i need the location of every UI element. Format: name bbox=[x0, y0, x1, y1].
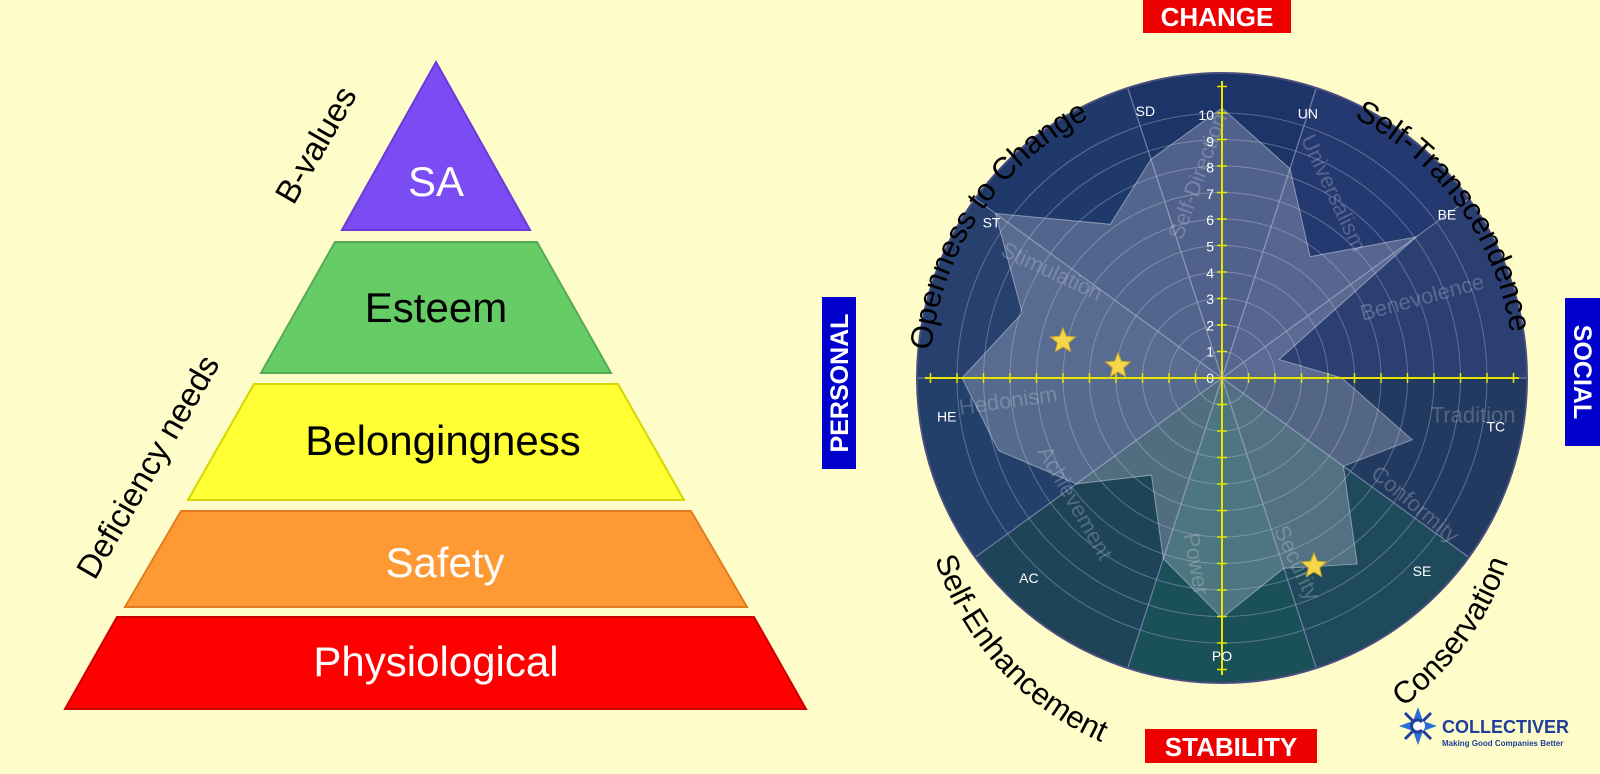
pyramid-tier-esteem: Esteem bbox=[259, 241, 613, 374]
svg-text:CHANGE: CHANGE bbox=[1161, 2, 1274, 32]
sector-code-be: BE bbox=[1438, 207, 1457, 223]
tier-label-physiological: Physiological bbox=[313, 638, 558, 685]
wheel-spoke bbox=[1221, 198, 1470, 379]
scale-tick-label: 9 bbox=[1206, 133, 1214, 149]
c-star-logo-icon bbox=[1399, 707, 1437, 745]
star-icon bbox=[1104, 351, 1132, 378]
wheel-spoke bbox=[1221, 87, 1317, 379]
sector-code-st: ST bbox=[983, 215, 1001, 231]
scale-tick-label: 3 bbox=[1206, 291, 1214, 307]
tier-label-esteem: Esteem bbox=[365, 284, 507, 331]
quadrant-box-social: SOCIAL bbox=[1565, 298, 1600, 446]
sector-code-un: UN bbox=[1298, 106, 1318, 122]
pyramid-tier-physiological: Physiological bbox=[63, 616, 808, 710]
sector-code-he: HE bbox=[937, 409, 956, 425]
wheel-sectors bbox=[918, 74, 1526, 682]
needs-pyramid: SA Esteem Belongingness Safety Physiolog… bbox=[63, 59, 808, 710]
quadrant-box-stability: STABILITY bbox=[1145, 729, 1317, 763]
svg-text:STABILITY: STABILITY bbox=[1165, 732, 1297, 762]
sector-code-se: SE bbox=[1413, 563, 1432, 579]
sector-watermark: Tradition bbox=[1431, 402, 1516, 427]
wheel-spoke bbox=[1221, 377, 1317, 669]
sector-code-po: PO bbox=[1212, 648, 1232, 664]
scale-tick-label: 8 bbox=[1206, 160, 1214, 176]
sector-code-ac: AC bbox=[1019, 570, 1038, 586]
wheel-spoke bbox=[1221, 377, 1470, 558]
scale-tick-label: 10 bbox=[1198, 107, 1214, 123]
svg-text:SOCIAL: SOCIAL bbox=[1568, 325, 1596, 419]
star-icon bbox=[1049, 326, 1077, 353]
wheel-spoke bbox=[974, 377, 1223, 558]
tier-label-sa: SA bbox=[408, 158, 464, 205]
scale-tick-label: 7 bbox=[1206, 186, 1214, 202]
scale-tick-label: 0 bbox=[1206, 370, 1214, 386]
pyramid-tier-belongingness: Belongingness bbox=[186, 383, 686, 501]
wheel-axes bbox=[925, 81, 1519, 675]
scale-tick-label: 6 bbox=[1206, 212, 1214, 228]
sector-code-labels: SD UN BE TC SE PO AC HE ST bbox=[937, 103, 1505, 664]
collectiver-brand: COLLECTIVER Making Good Companies Better bbox=[1399, 707, 1569, 748]
scale-tick-label: 1 bbox=[1206, 344, 1214, 360]
scale-tick-label: 5 bbox=[1206, 239, 1214, 255]
pyramid-tier-safety: Safety bbox=[123, 510, 749, 608]
brand-name: COLLECTIVER bbox=[1442, 717, 1569, 737]
scale-tick-labels: 0 1 2 3 4 5 6 7 8 9 10 bbox=[1198, 107, 1214, 386]
tier-label-safety: Safety bbox=[385, 539, 504, 586]
tier-label-belongingness: Belongingness bbox=[305, 417, 581, 464]
wheel-spoke bbox=[1127, 87, 1223, 379]
quadrant-box-personal: PERSONAL bbox=[822, 297, 856, 469]
sector-code-sd: SD bbox=[1136, 103, 1155, 119]
wheel-spoke bbox=[1127, 377, 1223, 669]
star-icon bbox=[1300, 551, 1328, 578]
svg-text:PERSONAL: PERSONAL bbox=[826, 314, 854, 453]
sector-code-tc: TC bbox=[1486, 418, 1505, 434]
pyramid-tier-sa: SA bbox=[340, 59, 532, 231]
marker-stars bbox=[1049, 326, 1328, 578]
brand-tagline: Making Good Companies Better bbox=[1442, 739, 1563, 748]
quadrant-box-change: CHANGE bbox=[1143, 0, 1291, 33]
scale-tick-label: 2 bbox=[1206, 317, 1214, 333]
b-values-label: B-values bbox=[267, 80, 363, 210]
scale-tick-label: 4 bbox=[1206, 265, 1214, 281]
wheel-spoke bbox=[974, 198, 1223, 379]
